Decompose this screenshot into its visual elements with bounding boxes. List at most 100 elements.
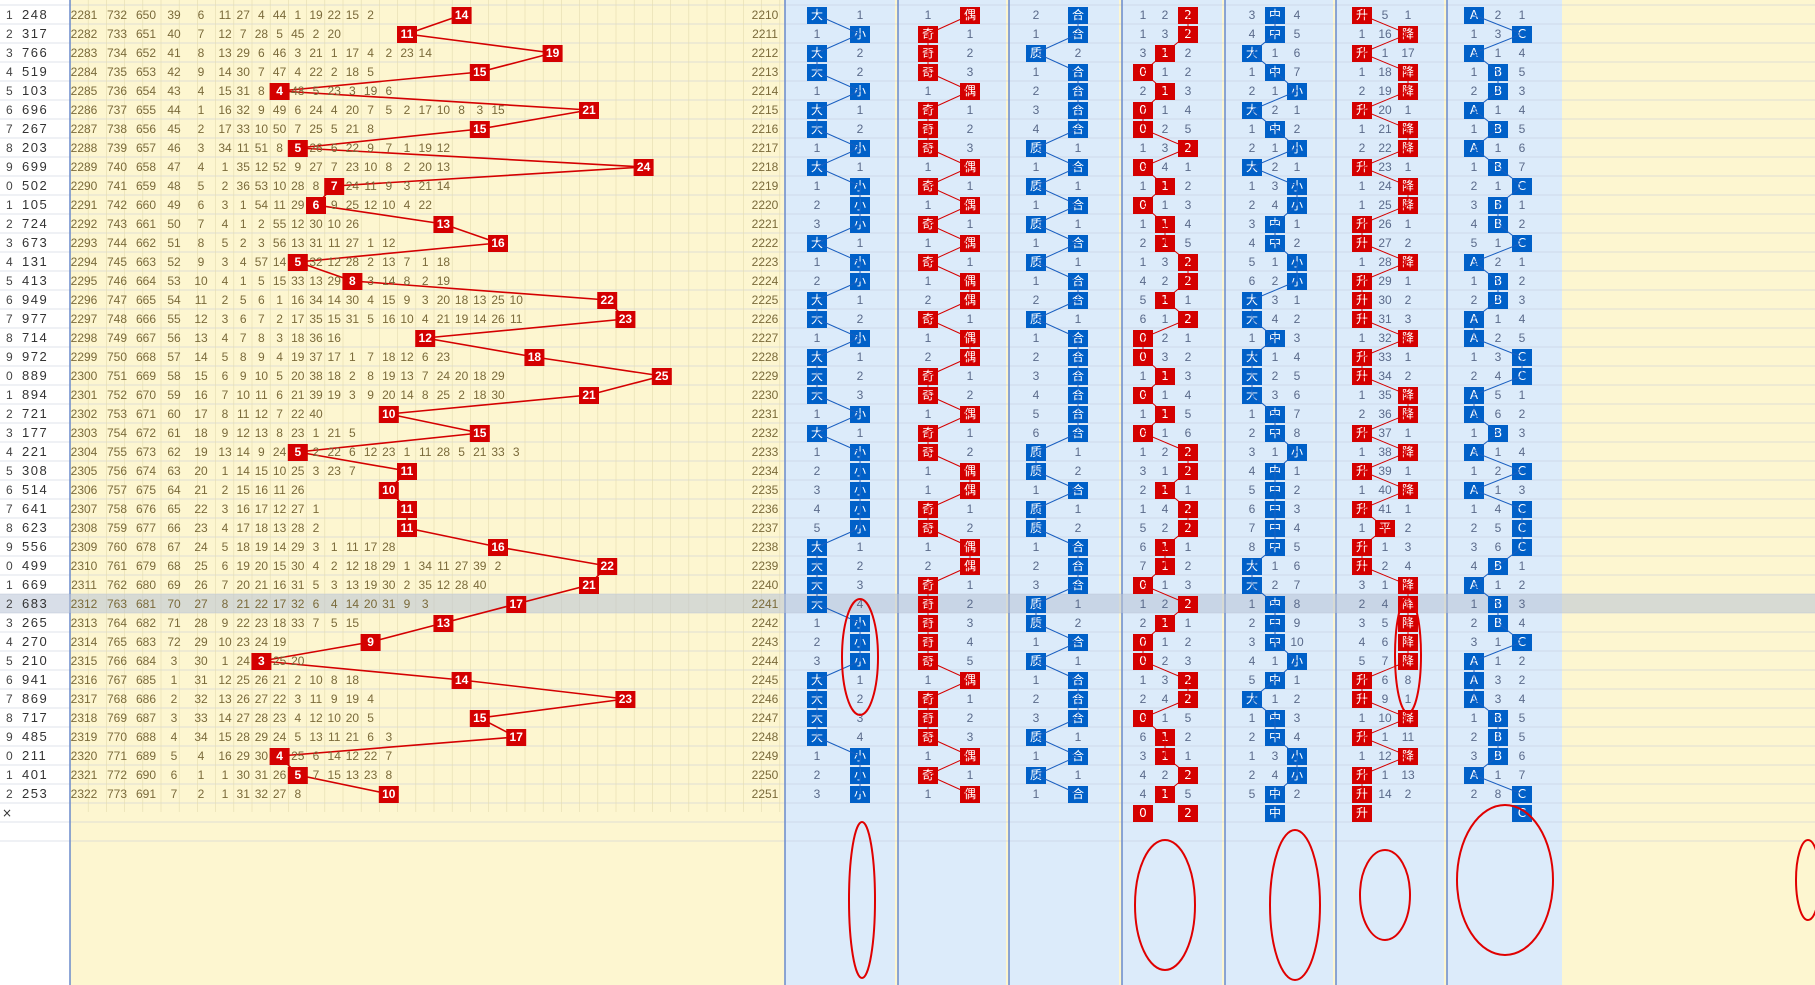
miss-count: 22: [291, 407, 305, 421]
cell-e: 19: [194, 445, 208, 459]
cell-end: 2228: [752, 350, 779, 364]
remainder-miss: 3: [1185, 198, 1192, 212]
big-small-miss: 1: [857, 426, 864, 440]
abc-miss: 5: [1519, 65, 1526, 79]
miss-count: 31: [237, 84, 251, 98]
miss-count: 16: [218, 103, 232, 117]
miss-count: 5: [313, 578, 320, 592]
miss-count: 1: [294, 8, 301, 22]
big-small-miss: 1: [814, 255, 821, 269]
hit-number: 11: [401, 27, 414, 41]
miss-count: 30: [237, 65, 251, 79]
miss-count: 15: [328, 768, 342, 782]
cell-c: 687: [136, 711, 156, 725]
abc-miss: 3: [1495, 692, 1502, 706]
prime-composite-miss: 3: [1033, 711, 1040, 725]
miss-count: 5: [367, 711, 374, 725]
prize-number: 972: [22, 349, 48, 364]
miss-count: 18: [455, 293, 469, 307]
prize-number: 413: [22, 273, 48, 288]
remainder-miss: 2: [1162, 445, 1169, 459]
odd-even-miss: 1: [967, 217, 974, 231]
miss-count: 13: [218, 445, 232, 459]
miss-count: 36: [309, 331, 323, 345]
miss-count: 3: [349, 84, 356, 98]
up-flat-down-miss: 33: [1378, 350, 1392, 364]
hit-box: [542, 45, 563, 62]
cell-d: 3: [171, 654, 178, 668]
miss-count: 50: [273, 122, 287, 136]
big-mid-small-miss: 2: [1272, 274, 1279, 288]
abc-miss: 1: [1495, 46, 1502, 60]
miss-count: 10: [309, 673, 323, 687]
cell-end: 2216: [752, 122, 779, 136]
prime-composite-miss: 6: [1033, 426, 1040, 440]
hit-box: [287, 767, 308, 784]
remainder-miss: 2: [1140, 692, 1147, 706]
prize-number: 105: [22, 197, 48, 212]
hit-number: 5: [294, 255, 301, 269]
row-left-digit: 1: [6, 388, 13, 402]
cell-end: 2225: [752, 293, 779, 307]
cell-end: 2235: [752, 483, 779, 497]
cell-a: 2286: [71, 103, 98, 117]
prize-number: 177: [22, 425, 48, 440]
cell-end: 2213: [752, 65, 779, 79]
odd-even-miss: 1: [967, 578, 974, 592]
miss-count: 13: [382, 255, 396, 269]
miss-count: 18: [255, 521, 269, 535]
abc-miss: 2: [1471, 84, 1478, 98]
abc-miss: 1: [1471, 464, 1478, 478]
big-small-miss: 2: [814, 464, 821, 478]
up-flat-down-miss: 2: [1405, 369, 1412, 383]
hit-number: 3: [258, 654, 265, 668]
remainder-miss: 1: [1185, 293, 1192, 307]
miss-count: 3: [294, 692, 301, 706]
cell-d: 59: [167, 388, 181, 402]
cell-b: 749: [107, 331, 127, 345]
cell-e: 23: [194, 521, 208, 535]
remainder-miss: 1: [1140, 445, 1147, 459]
abc-miss: 2: [1471, 730, 1478, 744]
miss-count: 3: [367, 274, 374, 288]
remainder-miss: 3: [1162, 673, 1169, 687]
miss-count: 10: [510, 293, 524, 307]
cell-a: 2289: [71, 160, 98, 174]
miss-count: 9: [258, 445, 265, 459]
odd-even-miss: 1: [925, 464, 932, 478]
remainder-miss: 5: [1140, 293, 1147, 307]
miss-count: 18: [273, 616, 287, 630]
big-mid-small-miss: 4: [1272, 312, 1279, 326]
odd-even-trend: [926, 14, 972, 795]
cell-d: 44: [167, 103, 181, 117]
big-mid-small-miss: 2: [1272, 160, 1279, 174]
odd-even-miss: 1: [925, 160, 932, 174]
miss-count: 25: [491, 293, 505, 307]
big-small-miss: 1: [857, 540, 864, 554]
abc-miss: 1: [1519, 198, 1526, 212]
miss-count: 18: [346, 65, 360, 79]
cell-end: 2242: [752, 616, 779, 630]
miss-count: 20: [437, 293, 451, 307]
cell-e: 21: [194, 483, 208, 497]
miss-count: 20: [237, 578, 251, 592]
miss-count: 15: [237, 483, 251, 497]
hit-number: 15: [473, 65, 487, 79]
up-flat-down-miss: 35: [1378, 388, 1392, 402]
hit-box: [397, 26, 417, 43]
big-small-miss: 1: [857, 8, 864, 22]
cell-b: 768: [107, 692, 127, 706]
abc-miss: 1: [1471, 426, 1478, 440]
miss-count: 9: [331, 198, 338, 212]
miss-count: 17: [364, 540, 378, 554]
row-left-digit: 1: [6, 198, 13, 212]
big-mid-small-miss: 1: [1272, 46, 1279, 60]
miss-count: 9: [222, 616, 229, 630]
miss-count: 14: [473, 312, 487, 326]
abc-miss: 6: [1519, 749, 1526, 763]
up-flat-down-miss: 9: [1382, 692, 1389, 706]
row-left-digit: 2: [6, 27, 13, 41]
cell-c: 674: [136, 464, 156, 478]
miss-count: 12: [291, 217, 305, 231]
big-mid-small-miss: 1: [1249, 711, 1256, 725]
